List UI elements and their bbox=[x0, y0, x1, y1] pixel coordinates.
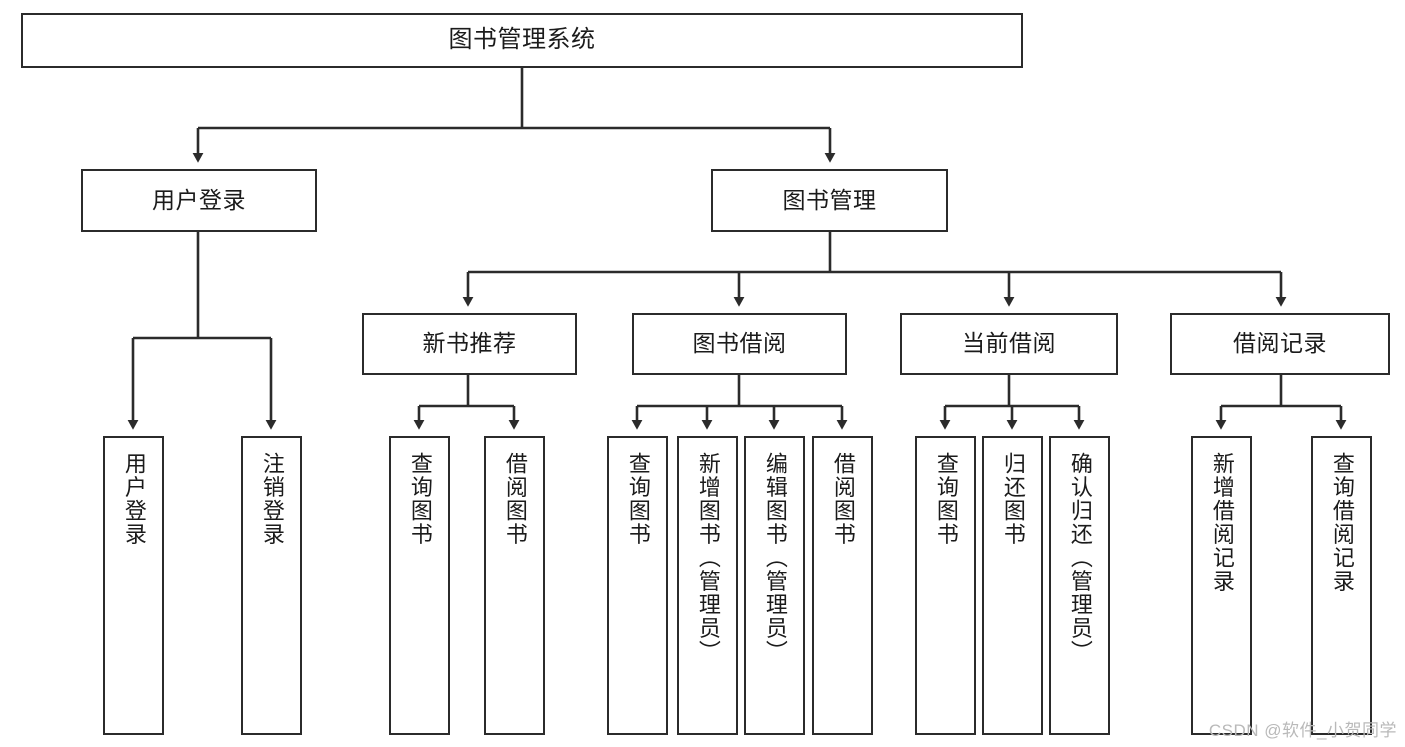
node-leaf-query-book-1[interactable]: 查询图书 bbox=[389, 436, 450, 735]
node-book-manage[interactable]: 图书管理 bbox=[711, 169, 948, 232]
node-leaf-borrow-book-1[interactable]: 借阅图书 bbox=[484, 436, 545, 735]
node-label: 图书管理系统 bbox=[448, 26, 596, 54]
node-leaf-query-book-3[interactable]: 查询图书 bbox=[915, 436, 976, 735]
node-label: 编辑图书（管理员） bbox=[762, 452, 788, 664]
node-leaf-edit-book[interactable]: 编辑图书（管理员） bbox=[744, 436, 805, 735]
node-label: 查询借阅记录 bbox=[1329, 452, 1355, 593]
node-label: 图书管理 bbox=[782, 186, 877, 213]
node-label: 注销登录 bbox=[259, 452, 285, 546]
node-leaf-return-book[interactable]: 归还图书 bbox=[982, 436, 1043, 735]
watermark-text: CSDN @软件_小贺同学 bbox=[1208, 721, 1397, 740]
node-leaf-add-book[interactable]: 新增图书（管理员） bbox=[677, 436, 738, 735]
node-label: 借阅图书 bbox=[502, 452, 528, 546]
node-label: 新增借阅记录 bbox=[1209, 452, 1235, 593]
node-label: 查询图书 bbox=[933, 452, 959, 546]
node-label: 用户登录 bbox=[121, 452, 147, 546]
node-label: 用户登录 bbox=[152, 186, 246, 213]
node-leaf-add-record[interactable]: 新增借阅记录 bbox=[1191, 436, 1252, 735]
node-label: 查询图书 bbox=[625, 452, 651, 546]
node-leaf-query-record[interactable]: 查询借阅记录 bbox=[1311, 436, 1372, 735]
node-leaf-query-book-2[interactable]: 查询图书 bbox=[607, 436, 668, 735]
node-label: 新书推荐 bbox=[422, 330, 517, 357]
node-leaf-user-login[interactable]: 用户登录 bbox=[103, 436, 164, 735]
node-user-login[interactable]: 用户登录 bbox=[81, 169, 317, 232]
node-label: 当前借阅 bbox=[962, 330, 1056, 357]
node-book-borrow[interactable]: 图书借阅 bbox=[632, 313, 847, 375]
node-label: 借阅图书 bbox=[830, 452, 856, 546]
node-root-system[interactable]: 图书管理系统 bbox=[21, 13, 1023, 68]
node-label: 图书借阅 bbox=[692, 330, 787, 357]
node-borrow-record[interactable]: 借阅记录 bbox=[1170, 313, 1390, 375]
node-label: 查询图书 bbox=[407, 452, 433, 546]
node-leaf-borrow-book-2[interactable]: 借阅图书 bbox=[812, 436, 873, 735]
node-new-book-recommend[interactable]: 新书推荐 bbox=[362, 313, 577, 375]
node-label: 归还图书 bbox=[1000, 452, 1026, 546]
node-label: 确认归还（管理员） bbox=[1067, 452, 1093, 664]
node-current-borrow[interactable]: 当前借阅 bbox=[900, 313, 1118, 375]
node-label: 新增图书（管理员） bbox=[695, 452, 721, 664]
node-label: 借阅记录 bbox=[1233, 330, 1327, 357]
node-leaf-confirm-return[interactable]: 确认归还（管理员） bbox=[1049, 436, 1110, 735]
node-leaf-user-logout[interactable]: 注销登录 bbox=[241, 436, 302, 735]
